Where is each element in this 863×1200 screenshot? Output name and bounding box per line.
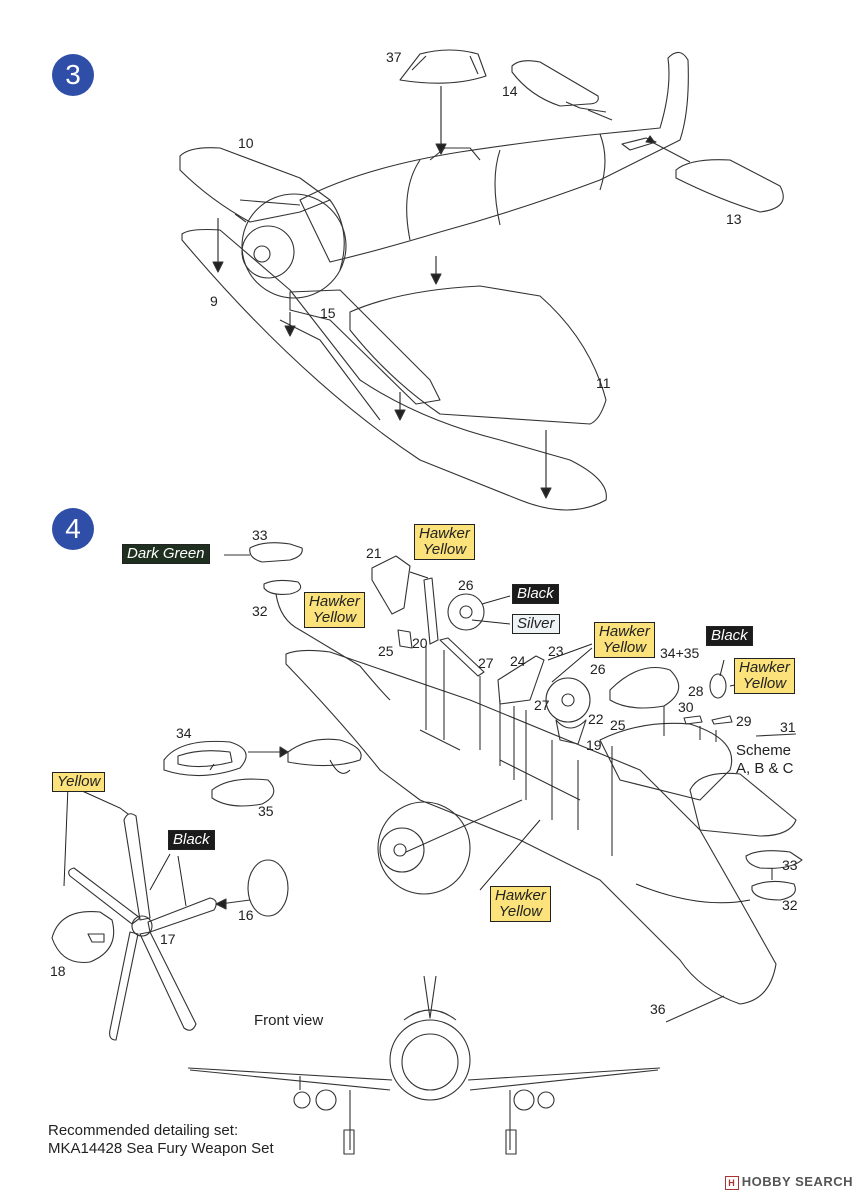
part-number-29: 29	[736, 713, 752, 729]
part-number-32: 32	[782, 897, 798, 913]
color-tag-hawker-yellow: Hawker Yellow	[414, 524, 475, 560]
drop-tank-part	[249, 542, 303, 563]
hobby-search-logo-icon: H	[724, 1176, 739, 1190]
color-tag-black: Black	[706, 626, 753, 646]
color-tag-hawker-yellow: Hawker Yellow	[490, 886, 551, 922]
color-tag-dark-green: Dark Green	[122, 544, 210, 564]
fuselage-part	[299, 51, 689, 263]
part-number-18: 18	[50, 963, 66, 979]
fuel-tank-part	[609, 666, 680, 709]
detail-set-line-1: Recommended detailing set:	[48, 1122, 239, 1139]
part-number-36: 36	[650, 1001, 666, 1017]
part-number-34-35: 34+35	[660, 645, 700, 661]
color-tag-yellow: Yellow	[52, 772, 106, 792]
part-number-25: 25	[378, 643, 394, 659]
part-number-33: 33	[252, 527, 268, 543]
canopy-part	[399, 49, 487, 84]
part-number-27: 27	[478, 655, 494, 671]
part-number-13: 13	[726, 211, 742, 227]
upper-wing-part	[349, 285, 607, 425]
step-4-badge: 4	[52, 508, 94, 550]
color-tag-hawker-yellow: Hawker Yellow	[594, 622, 655, 658]
engine-cowl-step4	[377, 801, 471, 895]
part-number-15: 15	[320, 305, 336, 321]
main-wing-step4	[285, 649, 777, 1005]
detail-set-line-2: MKA14428 Sea Fury Weapon Set	[48, 1140, 274, 1157]
part-number-25: 25	[610, 717, 626, 733]
part-number-14: 14	[502, 83, 518, 99]
front-view-drawing	[187, 975, 661, 1155]
part-number-23: 23	[548, 643, 564, 659]
scheme-note: Scheme A, B & C	[736, 742, 794, 777]
left-wing-part	[179, 147, 331, 223]
part-number-9: 9	[210, 293, 218, 309]
part-number-11: 11	[596, 375, 611, 391]
part-number-26: 26	[458, 577, 474, 593]
part-number-28: 28	[688, 683, 704, 699]
color-tag-hawker-yellow: Hawker Yellow	[304, 592, 365, 628]
part-number-19: 19	[586, 737, 602, 753]
color-tag-black: Black	[512, 584, 559, 604]
color-tag-silver: Silver	[512, 614, 560, 634]
part-number-33: 33	[782, 857, 798, 873]
part-number-37: 37	[386, 49, 402, 65]
propeller-part	[68, 813, 217, 1041]
lower-wing-part	[181, 228, 607, 511]
color-tag-black: Black	[168, 830, 215, 850]
part-number-26: 26	[590, 661, 606, 677]
step-3-badge: 3	[52, 54, 94, 96]
part-number-21: 21	[366, 545, 382, 561]
part-number-34: 34	[176, 725, 192, 741]
part-number-27: 27	[534, 697, 550, 713]
part-number-20: 20	[412, 635, 428, 651]
part-number-30: 30	[678, 699, 694, 715]
part-number-22: 22	[588, 711, 604, 727]
part-number-10: 10	[238, 135, 254, 151]
watermark-text: HOBBY SEARCH	[741, 1174, 853, 1189]
front-view-label: Front view	[254, 1012, 324, 1029]
color-tag-hawker-yellow: Hawker Yellow	[734, 658, 795, 694]
part-number-31: 31	[780, 719, 796, 735]
tailplane-left-part	[511, 60, 599, 107]
part-number-32: 32	[252, 603, 268, 619]
part-number-35: 35	[258, 803, 274, 819]
tailplane-right-part	[675, 159, 784, 213]
part-number-17: 17	[160, 931, 176, 947]
part-number-16: 16	[238, 907, 254, 923]
part-number-24: 24	[510, 653, 526, 669]
